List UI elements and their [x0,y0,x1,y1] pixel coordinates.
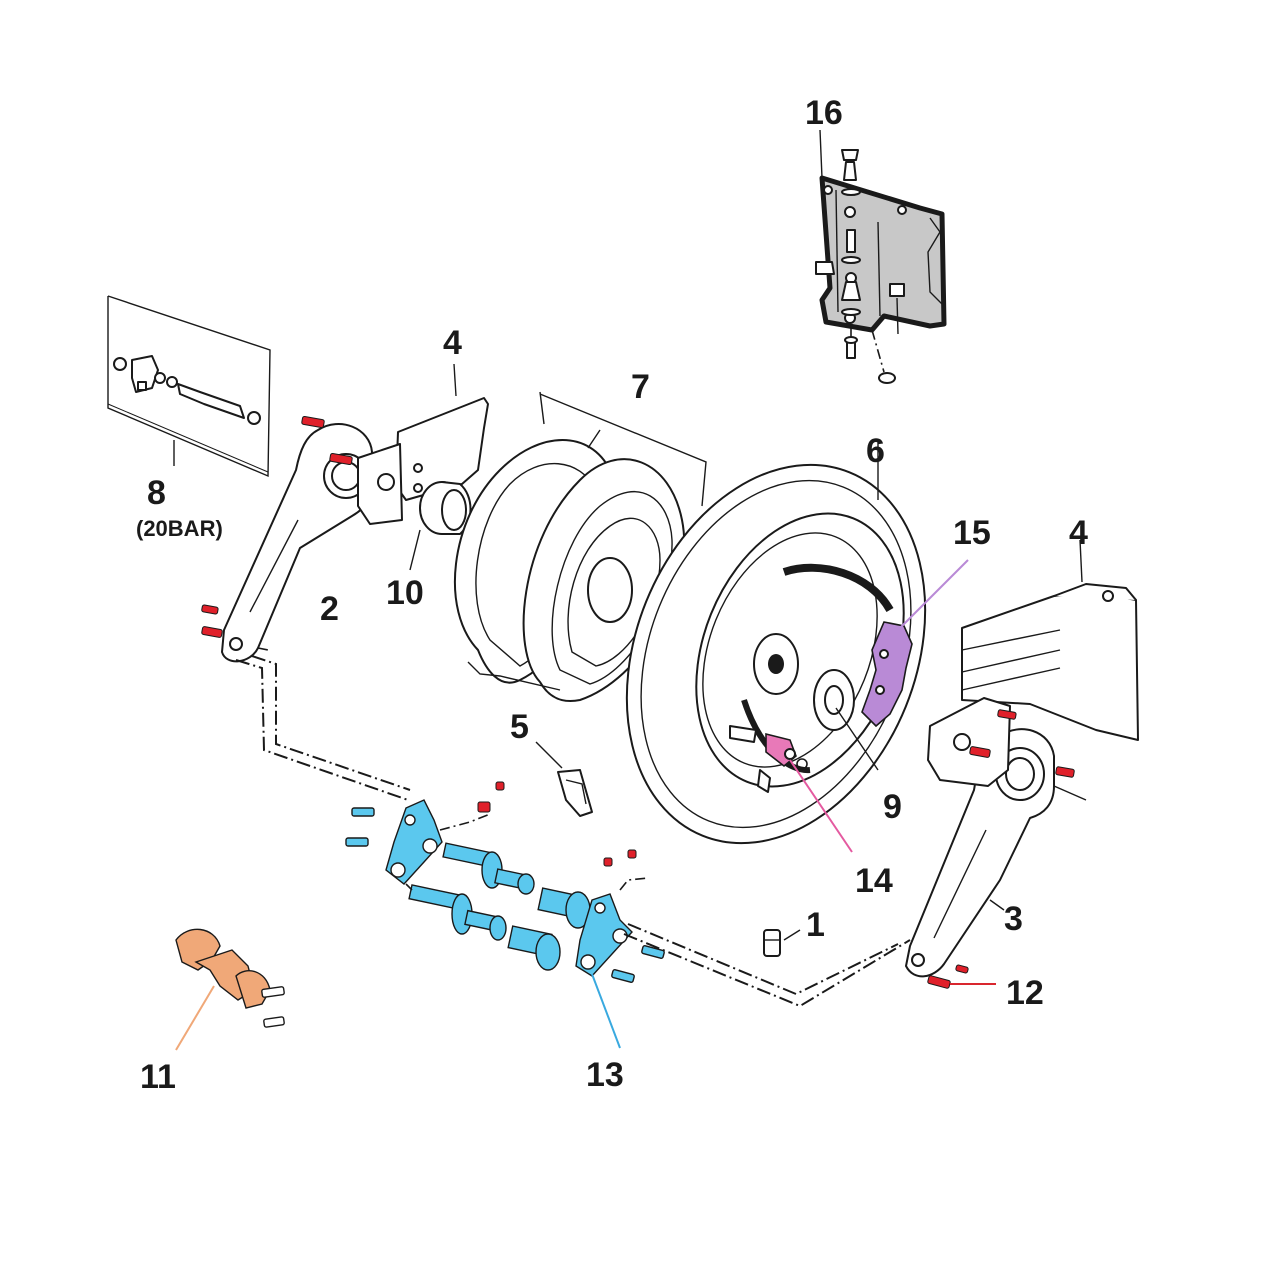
label-2: 2 [320,590,339,628]
label-6: 6 [866,432,885,470]
part-15-ratchet-plate [861,559,969,728]
part-10-bearing [409,481,472,571]
label-10: 10 [386,574,424,612]
label-8: 8 [147,474,166,512]
label-11: 11 [140,1058,176,1096]
part-6-drum [625,442,927,845]
part-16-mounting-plate [815,129,947,384]
part-14-pawl [757,732,853,853]
part-4-right-housing [961,539,1139,741]
callout-labels: 16 4 7 6 8 (20BAR) 15 4 10 2 5 9 14 3 1 … [136,94,1088,1096]
part-4-left-bracket [357,363,489,525]
label-5: 5 [510,708,529,746]
red-bolts [201,415,1075,989]
label-14: 14 [855,862,893,900]
right-side-plate [927,697,1011,787]
label-8-pressure: (20BAR) [136,516,223,541]
label-3: 3 [1004,900,1023,938]
label-7: 7 [631,368,650,406]
label-1: 1 [806,906,825,944]
part-1-fitting [763,929,801,957]
label-12: 12 [1006,974,1044,1012]
part-8-swivel-inset [107,295,271,478]
label-9: 9 [883,788,902,826]
label-4-right: 4 [1069,514,1088,552]
part-5-clip [535,741,593,817]
part-11-hose-guide [175,928,285,1051]
label-15: 15 [953,514,991,552]
hose-path-outline [235,655,911,1008]
part-13-roller-assembly [345,799,665,1049]
label-13: 13 [586,1056,624,1094]
label-16: 16 [805,94,843,132]
label-4-left: 4 [443,324,462,362]
